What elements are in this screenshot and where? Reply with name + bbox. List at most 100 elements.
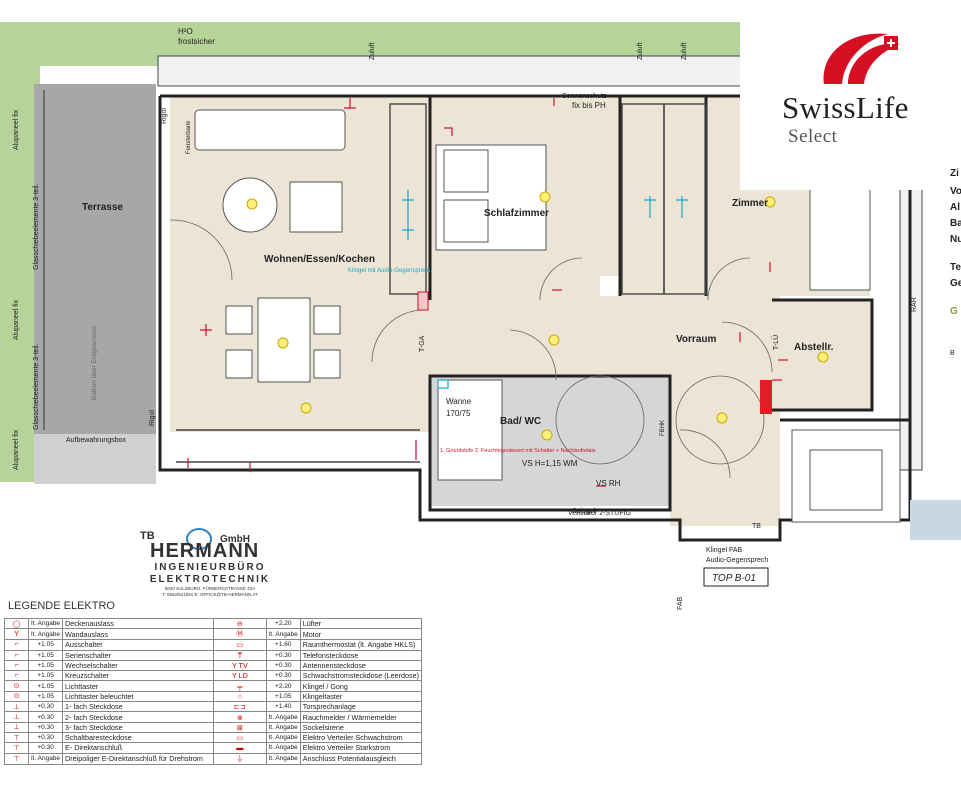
company-line1: INGENIEURBÜRO xyxy=(154,562,266,573)
legend-text-1: Ausschalter xyxy=(62,639,214,651)
side-snippet-9: B xyxy=(950,350,955,357)
legend-symbol-1-icon: ⌐ xyxy=(3,639,30,651)
legend-symbol-2-icon: ○ xyxy=(212,690,267,703)
legend-symbol-1-icon: ⊤ xyxy=(3,731,30,744)
legend-symbol-1-icon: ⊥ xyxy=(3,701,30,713)
legend-symbol-1-icon: ⊙ xyxy=(3,680,30,692)
legend-text-2: Telefonsteckdose xyxy=(299,649,423,661)
legend-symbol-1-icon: ⊤ xyxy=(3,742,30,754)
legend-text-2: Klingel / Gong xyxy=(299,680,423,692)
legend-symbol-2-icon: Y TV xyxy=(212,659,267,672)
rigol-1: Rigol xyxy=(161,108,168,124)
legend-height-1: +0.30 xyxy=(28,701,64,713)
swisslife-logo-icon xyxy=(823,33,900,84)
legend-height-2: +0.30 xyxy=(265,649,301,661)
legend-symbol-2-icon: ⊖ xyxy=(212,617,267,630)
side-snippet-4: Ba xyxy=(950,218,961,229)
hermann-block xyxy=(0,522,424,604)
side-snippet-1: Zi xyxy=(950,168,959,179)
h2o-sub: frostsicher xyxy=(178,37,215,46)
legend-text-2: Schwachstromsteckdose (Leerdose) xyxy=(299,670,423,682)
legend-height-2: lt. Angabe xyxy=(265,721,301,733)
terrace-floor xyxy=(34,84,156,434)
legend-symbol-1-icon: ⊥ xyxy=(3,721,30,733)
company-logo-icon xyxy=(186,528,212,550)
legend-symbol-2-icon: T̅ xyxy=(212,649,267,661)
aufbewahrung-label: Aufbewahrungsbox xyxy=(66,437,126,444)
rigol-2: Rigol xyxy=(149,410,156,426)
brand-name: SwissLife xyxy=(782,90,909,125)
room-zimmer: Zimmer xyxy=(732,198,768,209)
legend-height-1: lt. Angabe xyxy=(28,628,64,641)
legend-text-2: Anschluss Potentialausgleich xyxy=(299,752,423,765)
fix-ph-label: fix bis PH xyxy=(572,101,606,110)
legend-height-1: +0.30 xyxy=(28,731,64,744)
legend-height-2: +0.30 xyxy=(265,659,301,672)
legend-title: LEGENDE ELEKTRO xyxy=(8,600,115,612)
sofa xyxy=(194,109,346,151)
legend-symbol-2-icon: ⊏⊐ xyxy=(212,701,267,713)
top-box xyxy=(703,567,769,587)
legend-text-1: Wandauslass xyxy=(62,628,214,641)
zuluft-3: Zuluft xyxy=(681,42,688,60)
side-snippet-5: Nu xyxy=(950,234,961,245)
legend-height-2: lt. Angabe xyxy=(265,752,301,765)
legend-text-2: Rauchmelder / Wärmemelder xyxy=(299,711,423,723)
legend-text-1: Wechselschalter xyxy=(62,659,214,672)
legend-text-2: Elektro Verteiler Schwachstrom xyxy=(299,731,423,744)
h2o-label: H²O xyxy=(178,27,193,36)
legend-text-2: Klingeltaster xyxy=(299,690,423,703)
vs-rh-label: VS RH xyxy=(596,479,621,488)
legend-symbol-2-icon: ╤ xyxy=(212,680,267,692)
zuluft-1: Zuluft xyxy=(369,42,376,60)
legend-symbol-1-icon: ⌐ xyxy=(3,670,30,682)
ventilator-label: Ventilator 2-STUFIG xyxy=(568,510,631,517)
legend-height-1: +1.05 xyxy=(28,649,64,661)
legend-height-1: +0.30 xyxy=(28,721,64,733)
side-snippet-6: Te xyxy=(950,262,961,273)
legend-height-2: +1.60 xyxy=(265,639,301,651)
legend-height-1: +1.05 xyxy=(28,690,64,703)
company-block: TB HERMANN GmbH INGENIEURBÜRO ELEKTROTEC… xyxy=(110,528,310,598)
alupaneel-2: Alupaneel fix xyxy=(13,299,20,340)
company-name: HERMANN xyxy=(150,540,260,562)
legend-symbol-1-icon: Y xyxy=(3,628,30,641)
t-ga-label: T-GA xyxy=(419,335,426,352)
legend-symbol-1-icon: ⊤ xyxy=(3,752,30,765)
brand-logo-block: SwissLife Select xyxy=(740,10,961,190)
room-bad: Bad/ WC xyxy=(500,416,541,427)
legend-text-1: Lichttaster xyxy=(62,680,214,692)
legend-height-2: lt. Angabe xyxy=(265,742,301,754)
legend-symbol-2-icon: ▭ xyxy=(212,639,267,651)
legend-height-1: +1.05 xyxy=(28,670,64,682)
legend-height-1: +1.05 xyxy=(28,659,64,672)
legend-text-2: Motor xyxy=(299,628,423,641)
legend-height-2: lt. Angabe xyxy=(265,711,301,723)
legend-text-2: Sockelsirene xyxy=(299,721,423,733)
legend-symbol-2-icon: ⊠ xyxy=(212,721,267,733)
legend-symbol-1-icon: ⊥ xyxy=(3,711,30,723)
legend-height-1: lt. Angabe xyxy=(28,752,64,765)
legend-text-1: E- Direktanschluß xyxy=(62,742,214,754)
fab-label: FAB xyxy=(677,596,684,610)
legend-text-2: Antennensteckdose xyxy=(299,659,423,672)
room-terrasse: Terrasse xyxy=(82,202,123,213)
bathtub xyxy=(437,379,503,481)
legend-text-1: Kreuzschalter xyxy=(62,670,214,682)
company-addr2: T: 0662/641591 E: OFFICE@TB-HERMANN.AT xyxy=(162,592,258,597)
legend-height-1: +0.30 xyxy=(28,711,64,723)
legend-height-1: +1.05 xyxy=(28,680,64,692)
tb-label: TB xyxy=(752,523,761,530)
legend-symbol-2-icon: Y LD xyxy=(212,670,267,682)
legend-height-2: +1.40 xyxy=(265,701,301,713)
legend-symbol-1-icon: ⊙ xyxy=(3,690,30,703)
legend-text-1: 1- fach Steckdose xyxy=(62,701,214,713)
